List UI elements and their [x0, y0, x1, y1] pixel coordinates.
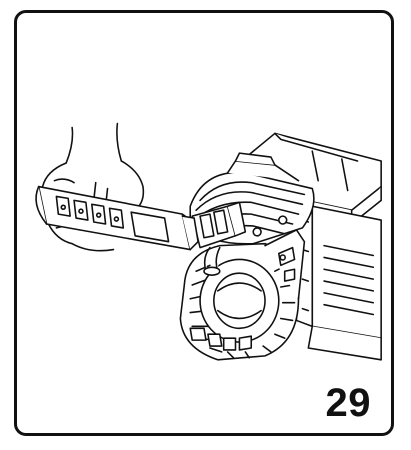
air-filter-icon: [35, 185, 199, 251]
figure-number: 29: [325, 381, 371, 425]
crankcase: [179, 229, 306, 361]
intake-port: [191, 201, 247, 249]
figure-frame: 29: [14, 10, 394, 436]
air-compressor-filter-installation-icon: [35, 122, 382, 361]
connecting-tube: [203, 246, 221, 276]
